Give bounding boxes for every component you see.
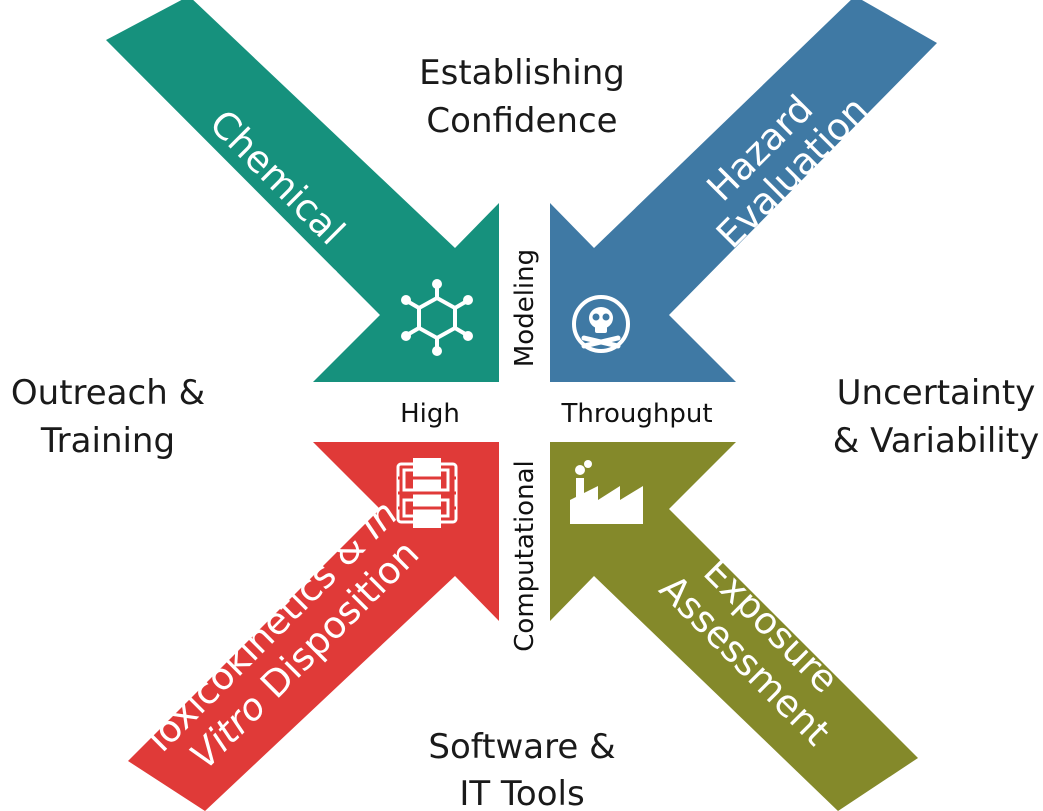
chemical-arrow-shape <box>106 0 499 382</box>
lab-apparatus-icon <box>396 458 458 528</box>
theme-bottom-line1: Software & <box>428 727 615 767</box>
theme-bottom-line2: IT Tools <box>459 774 584 811</box>
theme-uncertainty-variability: Uncertainty & Variability <box>833 373 1039 461</box>
theme-establishing-confidence: Establishing Confidence <box>419 53 625 141</box>
molecule-icon <box>401 279 473 356</box>
theme-right-line1: Uncertainty <box>837 373 1036 413</box>
theme-top-line1: Establishing <box>419 53 625 93</box>
center-label-high: High <box>400 399 460 429</box>
skull-crossbones-icon <box>572 295 630 353</box>
center-label-computational: Computational <box>510 460 540 651</box>
exposure-arrow-shape <box>550 442 918 811</box>
center-label-throughput: Throughput <box>560 399 712 429</box>
factory-icon <box>570 460 643 524</box>
toxicokinetics-arrow-shape <box>128 442 499 811</box>
theme-outreach-training: Outreach & Training <box>11 373 205 461</box>
theme-left-line1: Outreach & <box>11 373 205 413</box>
theme-right-line2: & Variability <box>833 421 1039 461</box>
center-label-modeling: Modeling <box>510 249 540 367</box>
theme-left-line2: Training <box>40 421 175 461</box>
theme-top-line2: Confidence <box>426 101 617 141</box>
theme-software-it-tools: Software & IT Tools <box>428 727 615 811</box>
hazard-arrow-shape <box>550 0 937 382</box>
